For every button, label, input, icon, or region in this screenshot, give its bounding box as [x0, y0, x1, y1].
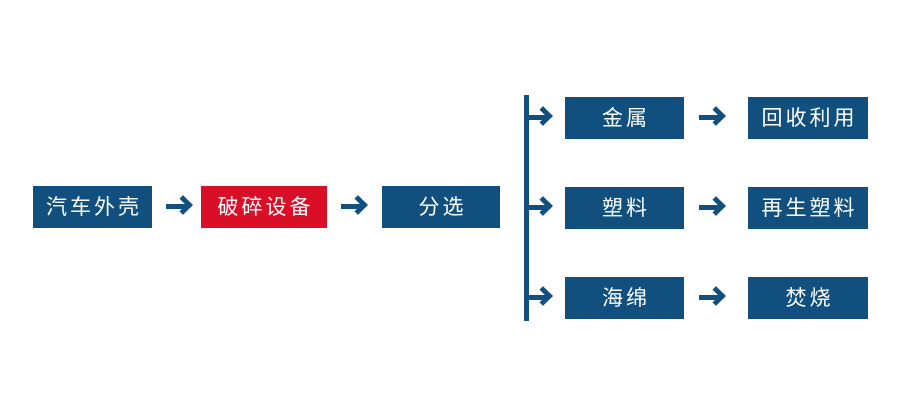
- arrow-sponge-to-incineration: [699, 286, 727, 310]
- arrow-shaft: [166, 204, 188, 209]
- arrow-shaft: [341, 204, 363, 209]
- arrow-shaft: [699, 205, 721, 210]
- node-destination-regenerated-plastic[interactable]: 再生塑料: [748, 187, 868, 229]
- node-input[interactable]: 汽车外壳: [33, 186, 152, 228]
- node-material-metal[interactable]: 金属: [565, 97, 684, 139]
- arrow-head-right-icon: [533, 286, 553, 306]
- branch-arrow-plastic: [524, 196, 556, 220]
- arrow-shaft: [699, 115, 721, 120]
- branch-shaft: [524, 115, 548, 120]
- node-destination-recycle[interactable]: 回收利用: [748, 97, 868, 139]
- arrow-head-right-icon: [348, 195, 368, 215]
- arrow-head-right-icon: [706, 196, 726, 216]
- arrow-head-right-icon: [533, 106, 553, 126]
- arrow-head-right-icon: [173, 195, 193, 215]
- arrow-head-right-icon: [706, 106, 726, 126]
- node-material-plastic[interactable]: 塑料: [565, 187, 684, 229]
- arrow-shredder-to-sorting: [341, 195, 369, 219]
- node-destination-incineration[interactable]: 焚烧: [748, 277, 868, 319]
- node-material-sponge[interactable]: 海绵: [565, 277, 684, 319]
- branch-shaft: [524, 205, 548, 210]
- branch-shaft: [524, 295, 548, 300]
- arrow-shaft: [699, 295, 721, 300]
- arrow-input-to-shredder: [166, 195, 194, 219]
- arrow-metal-to-recycle: [699, 106, 727, 130]
- node-sorting[interactable]: 分选: [382, 186, 500, 228]
- arrow-head-right-icon: [706, 286, 726, 306]
- arrow-head-right-icon: [533, 196, 553, 216]
- branch-arrow-metal: [524, 106, 556, 130]
- arrow-plastic-to-regenerated: [699, 196, 727, 220]
- branch-arrow-sponge: [524, 286, 556, 310]
- node-shredder[interactable]: 破碎设备: [201, 186, 327, 228]
